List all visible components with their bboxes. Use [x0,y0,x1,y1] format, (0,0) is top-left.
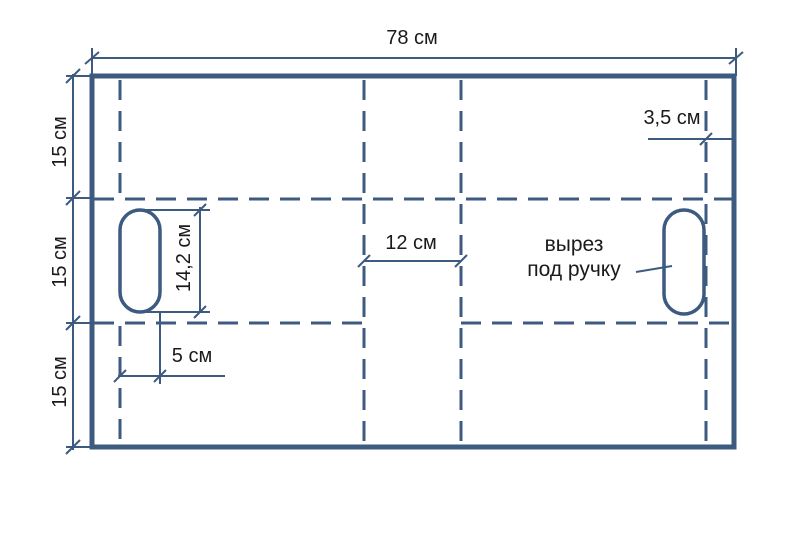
label-handle-height: 14,2 см [173,224,195,292]
label-handle-offset: 5 см [172,345,212,367]
label-height-middle: 15 см [49,236,71,288]
dim-side-margin [648,132,734,146]
annotation-handle-cutout-line2: под ручку [527,258,621,281]
label-width: 78 см [386,27,438,49]
fold-lines [94,80,732,444]
label-side-margin: 3,5 см [643,107,700,129]
outer-outline [89,73,737,450]
annotation-leader [635,265,673,273]
dim-handle-offset [113,312,225,384]
annotation-handle-cutout-line1: вырез [545,233,604,256]
label-center-strip: 12 см [385,232,437,254]
handle-cutout-left [118,208,162,314]
dim-center-strip [357,254,468,268]
label-height-top: 15 см [49,116,71,168]
handle-cutout-right [662,208,706,316]
dim-height-line [65,68,92,455]
label-height-bottom: 15 см [49,356,71,408]
dim-handle-height [140,203,210,319]
dim-width-line [84,48,744,76]
